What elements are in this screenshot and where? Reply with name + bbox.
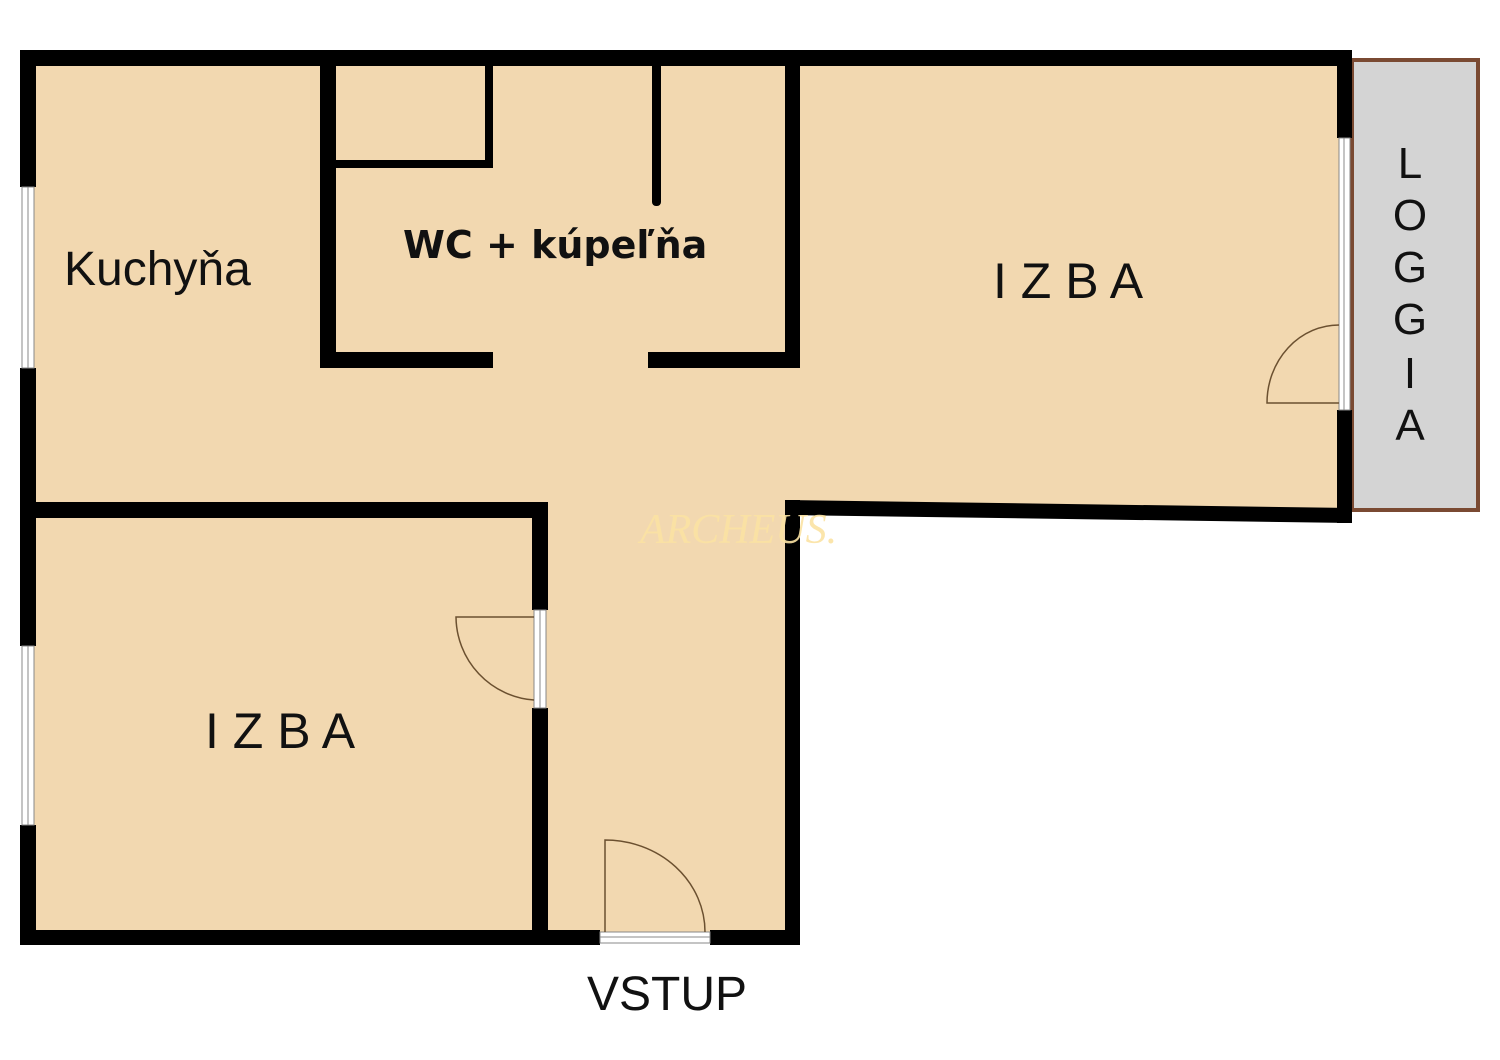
door-loggia xyxy=(1266,324,1340,404)
bathroom-label: WC + kúpeľňa xyxy=(403,223,707,267)
kitchen-label: Kuchyňa xyxy=(64,243,251,296)
walls xyxy=(20,50,1352,945)
svg-text:A: A xyxy=(1395,401,1425,450)
entrance-label: VSTUP xyxy=(587,968,747,1021)
svg-text:L: L xyxy=(1398,139,1422,188)
door-bedroom xyxy=(455,616,535,701)
svg-text:G: G xyxy=(1393,295,1427,344)
door-swings xyxy=(455,324,1340,933)
room-small-label: I Z B A xyxy=(205,703,356,759)
door-entrance xyxy=(604,839,706,933)
svg-text:G: G xyxy=(1393,243,1427,292)
windows xyxy=(21,137,1351,944)
loggia-area xyxy=(1350,58,1480,512)
floor-area xyxy=(28,58,1344,938)
room-large-label: I Z B A xyxy=(993,253,1144,309)
loggia-label: L O G G I A xyxy=(1393,139,1427,450)
watermark: ARCHEUS. xyxy=(637,507,837,553)
svg-text:O: O xyxy=(1393,191,1427,240)
svg-text:I: I xyxy=(1404,349,1416,398)
